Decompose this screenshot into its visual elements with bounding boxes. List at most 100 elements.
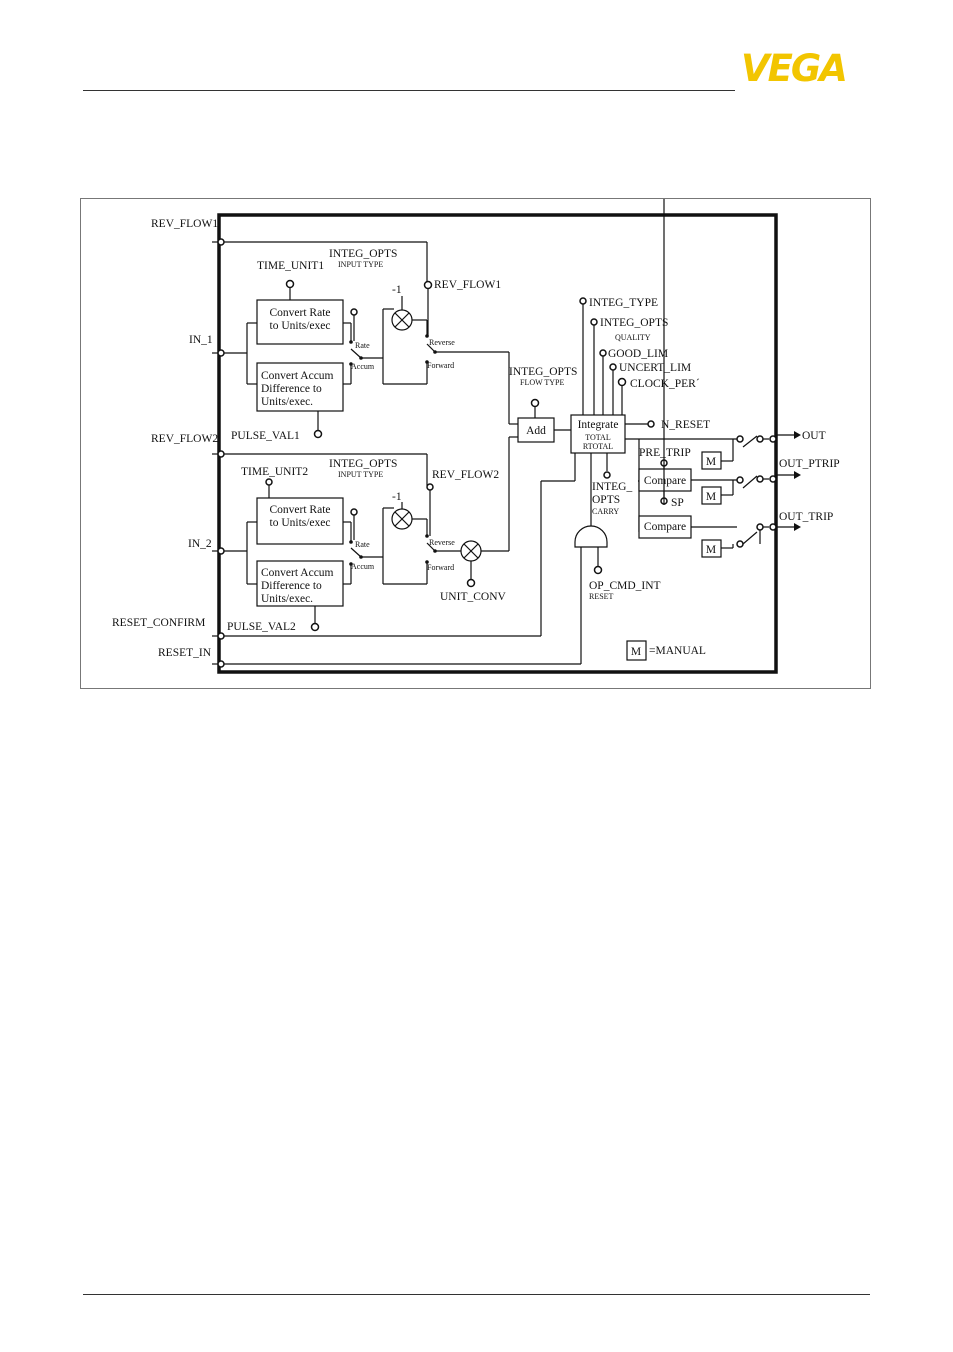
- unit-conv-param: [466, 578, 476, 588]
- convert-rate2-box: [256, 497, 344, 545]
- convert-accum1-box: [256, 362, 344, 412]
- output-trip-label: OUT_TRIP: [779, 511, 833, 523]
- svg-text:CARRY: CARRY: [592, 507, 619, 516]
- svg-text:Compare: Compare: [644, 521, 686, 533]
- input-in2-label: IN_2: [188, 538, 212, 550]
- svg-text:M: M: [706, 544, 716, 556]
- svg-text:Difference to: Difference to: [261, 383, 322, 395]
- svg-text:Add: Add: [526, 425, 546, 437]
- input-in1-label: IN_1: [189, 334, 213, 346]
- svg-text:OP_CMD_INT: OP_CMD_INT: [589, 580, 661, 592]
- svg-text:INTEG_OPTS: INTEG_OPTS: [600, 317, 668, 329]
- svg-text:INTEG_: INTEG_: [592, 481, 632, 493]
- legend-m-box: [626, 640, 647, 661]
- input-reset-confirm-port: [217, 632, 225, 640]
- integ-opts-input-type2: INTEG_OPTS: [329, 458, 397, 470]
- n-reset-output: [647, 420, 655, 428]
- svg-text:RTOTAL: RTOTAL: [583, 442, 613, 451]
- svg-text:SP: SP: [671, 497, 684, 509]
- footer-rule: [83, 1294, 870, 1295]
- input-rev-flow1-port: [217, 238, 225, 246]
- input-reset-confirm-label: RESET_CONFIRM: [112, 617, 205, 629]
- input-reset-in-port: [217, 660, 225, 668]
- input-rev-flow2-port: [217, 450, 225, 458]
- svg-text:REV_FLOW1: REV_FLOW1: [434, 279, 501, 291]
- svg-text:Difference to: Difference to: [261, 580, 322, 592]
- integrate-box: [570, 414, 626, 454]
- pulse-val1-label: PULSE_VAL1: [231, 430, 300, 442]
- svg-text:Compare: Compare: [644, 475, 686, 487]
- pulse-val2-label: PULSE_VAL2: [227, 621, 296, 633]
- output-out-port: [769, 435, 777, 443]
- svg-text:CLOCK_PER´: CLOCK_PER´: [630, 378, 700, 390]
- op-cmd-int-param: [593, 565, 603, 575]
- svg-text:Units/exec.: Units/exec.: [261, 593, 313, 605]
- svg-text:N_RESET: N_RESET: [661, 419, 710, 431]
- input-rev-flow2-label: REV_FLOW2: [151, 433, 218, 445]
- svg-text:to Units/exec: to Units/exec: [270, 517, 331, 529]
- integ-opts-carry-param: [603, 471, 611, 479]
- input-reset-in-label: RESET_IN: [158, 647, 212, 659]
- svg-text:-1: -1: [392, 491, 402, 503]
- time-unit1-label: TIME_UNIT1: [257, 260, 324, 272]
- svg-text:Reverse: Reverse: [429, 338, 455, 347]
- svg-text:Forward: Forward: [427, 563, 454, 572]
- good-lim-param: [599, 349, 607, 357]
- svg-text:Convert Accum: Convert Accum: [261, 370, 334, 382]
- rev-flow1-param: [423, 280, 433, 290]
- integ-opts-flow-type: INTEG_OPTS: [509, 366, 577, 378]
- svg-text:INPUT TYPE: INPUT TYPE: [338, 260, 383, 269]
- svg-text:Forward: Forward: [427, 361, 454, 370]
- output-ptrip-port: [769, 475, 777, 483]
- svg-text:TOTAL: TOTAL: [585, 433, 611, 442]
- svg-text:INTEG_TYPE: INTEG_TYPE: [589, 297, 658, 309]
- svg-text:Convert Rate: Convert Rate: [270, 504, 331, 516]
- svg-text:Convert Rate: Convert Rate: [270, 307, 331, 319]
- svg-text:OPTS: OPTS: [592, 494, 620, 506]
- svg-text:Rate: Rate: [355, 341, 370, 350]
- convert-rate1-box: [256, 299, 344, 345]
- svg-text:RESET: RESET: [589, 592, 614, 601]
- uncert-lim-param: [609, 363, 617, 371]
- rev-flow2-param: [426, 483, 434, 491]
- integ-type-param: [579, 297, 587, 305]
- input-rev-flow1-label: REV_FLOW1: [151, 218, 218, 230]
- svg-text:Convert Accum: Convert Accum: [261, 567, 334, 579]
- svg-text:M: M: [631, 646, 641, 658]
- svg-text:M: M: [706, 456, 716, 468]
- integ-opts-quality-param: [590, 318, 598, 326]
- integ-opts-input-type1: INTEG_OPTS: [329, 248, 397, 260]
- svg-text:Integrate: Integrate: [578, 419, 619, 431]
- svg-text:UNCERT_LIM: UNCERT_LIM: [619, 362, 691, 374]
- svg-text:INPUT TYPE: INPUT TYPE: [338, 470, 383, 479]
- time-unit2-label: TIME_UNIT2: [241, 466, 308, 478]
- input-in2-port: [217, 547, 225, 555]
- svg-text:Accum: Accum: [351, 562, 375, 571]
- pre-trip-label: PRE_TRIP: [639, 447, 691, 459]
- svg-text:UNIT_CONV: UNIT_CONV: [440, 591, 506, 603]
- reset-and-gate: [574, 525, 608, 548]
- clock-per-param: [617, 377, 627, 387]
- svg-text:Accum: Accum: [351, 362, 375, 371]
- svg-text:Reverse: Reverse: [429, 538, 455, 547]
- output-trip-port: [769, 523, 777, 531]
- block-frame: [217, 213, 778, 674]
- add-box: [517, 417, 555, 443]
- output-ptrip-label: OUT_PTRIP: [779, 458, 840, 470]
- logo-text: VEGA: [741, 50, 846, 84]
- svg-text:Rate: Rate: [355, 540, 370, 549]
- function-block-diagram: REV_FLOW1 IN_1 REV_FLOW2 IN_2 RESET_CONF…: [80, 198, 871, 689]
- header-rule: [83, 90, 735, 91]
- svg-text:GOOD_LIM: GOOD_LIM: [608, 348, 668, 360]
- svg-text:REV_FLOW2: REV_FLOW2: [432, 469, 499, 481]
- svg-text:Units/exec.: Units/exec.: [261, 396, 313, 408]
- input-in1-port: [217, 349, 225, 357]
- svg-text:M: M: [706, 491, 716, 503]
- diagram-svg: REV_FLOW1 IN_1 REV_FLOW2 IN_2 RESET_CONF…: [112, 199, 840, 674]
- vega-logo: VEGA: [741, 50, 848, 84]
- svg-text:QUALITY: QUALITY: [615, 333, 651, 342]
- svg-text:FLOW TYPE: FLOW TYPE: [520, 378, 564, 387]
- legend-text: =MANUAL: [649, 645, 706, 657]
- svg-text:to Units/exec: to Units/exec: [270, 320, 331, 332]
- time-unit2-param: [265, 478, 273, 486]
